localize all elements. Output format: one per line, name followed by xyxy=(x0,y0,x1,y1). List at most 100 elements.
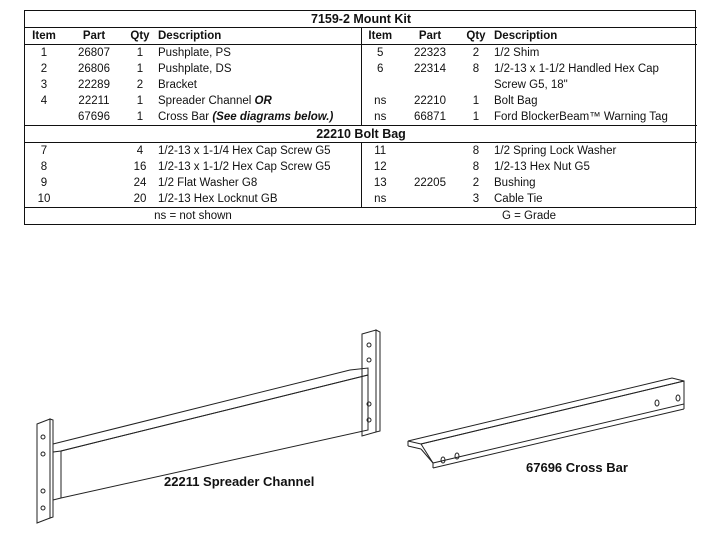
item-cell: 5 xyxy=(360,44,399,61)
description-text: Bushing xyxy=(494,177,536,189)
table-row: 3 22289 2 Bracket Screw G5, 18" xyxy=(25,77,697,93)
header-part: Part xyxy=(399,27,461,45)
notes-row: ns = not shown G = Grade xyxy=(25,207,698,224)
description-cell: Screw G5, 18" xyxy=(491,77,697,93)
description-cell: 1/2-13 x 1-1/2 Hex Cap Screw G5 xyxy=(155,159,361,175)
description-cell: Bracket xyxy=(155,77,361,93)
description-cell: Ford BlockerBeam™ Warning Tag xyxy=(491,109,697,126)
description-emphasis: OR xyxy=(254,95,272,107)
qty-cell: 16 xyxy=(133,161,147,173)
bolt-hole-icon xyxy=(40,488,46,494)
item-cell: ns xyxy=(360,191,399,208)
qty-cell: 1 xyxy=(472,95,480,107)
qty-cell: 4 xyxy=(136,145,144,157)
description-cell: Cable Tie xyxy=(491,191,697,208)
description-text: 1/2-13 Hex Locknut GB xyxy=(158,193,278,205)
part-cell: 22314 xyxy=(414,63,446,75)
qty-cell: 2 xyxy=(472,177,480,189)
parts-list-table: 7159-2 Mount Kit Item Part Qty Descripti… xyxy=(24,10,698,225)
description-text: 1/2-13 x 1-1/4 Hex Cap Screw G5 xyxy=(158,145,331,157)
description-cell: 1/2-13 Hex Locknut GB xyxy=(155,191,361,208)
description-text: 1/2 Spring Lock Washer xyxy=(494,145,617,157)
bolt-hole-icon xyxy=(40,505,46,511)
description-text: 1/2-13 Hex Nut G5 xyxy=(494,161,590,173)
part-cell: 26807 xyxy=(78,47,110,59)
description-text: 1/2 Shim xyxy=(494,47,540,59)
bolt-hole-icon xyxy=(366,401,372,407)
description-emphasis: (See diagrams below.) xyxy=(212,111,334,123)
qty-cell: 8 xyxy=(472,63,480,75)
description-text: Spreader Channel xyxy=(158,95,255,107)
header-description: Description xyxy=(155,27,361,45)
description-text: Screw G5, 18" xyxy=(494,79,568,91)
description-text: 1/2-13 x 1-1/2 Hex Cap Screw G5 xyxy=(158,161,331,173)
part-cell: 22289 xyxy=(78,79,110,91)
qty-cell: 24 xyxy=(133,177,147,189)
description-text: Pushplate, DS xyxy=(158,63,232,75)
bolt-hole-icon xyxy=(366,417,372,423)
bolt-hole-icon xyxy=(366,342,372,348)
item-cell: 4 xyxy=(40,95,48,107)
description-cell: 1/2-13 Hex Nut G5 xyxy=(491,159,697,175)
item-cell: 13 xyxy=(360,175,399,191)
mount-kit-title: 7159-2 Mount Kit xyxy=(25,11,698,28)
item-cell: 12 xyxy=(360,159,399,175)
item-cell: 6 xyxy=(360,61,399,77)
item-cell: 11 xyxy=(360,142,399,159)
description-cell: Bushing xyxy=(491,175,697,191)
description-cell: 1/2-13 x 1-1/4 Hex Cap Screw G5 xyxy=(155,143,361,160)
header-item: Item xyxy=(25,27,63,45)
spreader-channel-label: 22211 Spreader Channel xyxy=(164,474,315,489)
qty-cell: 1 xyxy=(136,47,144,59)
description-text: Ford BlockerBeam™ Warning Tag xyxy=(494,111,668,123)
item-cell: 3 xyxy=(40,79,48,91)
item-cell xyxy=(360,77,399,93)
part-cell: 26806 xyxy=(78,63,110,75)
bolt-hole-icon xyxy=(675,394,681,402)
qty-cell: 1 xyxy=(136,95,144,107)
item-cell: 9 xyxy=(40,177,48,189)
part-cell: 22210 xyxy=(414,95,446,107)
item-cell: 8 xyxy=(40,161,48,173)
qty-cell: 2 xyxy=(136,79,144,91)
table-row: 8 16 1/2-13 x 1-1/2 Hex Cap Screw G5 12 8 1/2… xyxy=(25,159,697,175)
table-header-row: Item Part Qty Description Item Part Qty … xyxy=(25,27,698,45)
part-cell: 22323 xyxy=(414,47,446,59)
cross-bar-drawing xyxy=(407,377,685,469)
bolt-hole-icon xyxy=(454,452,460,460)
spreader-channel-drawing xyxy=(36,329,381,524)
description-text: Cable Tie xyxy=(494,193,543,205)
header-item: Item xyxy=(360,27,399,45)
item-cell: 2 xyxy=(40,63,48,75)
bolt-hole-icon xyxy=(654,399,660,407)
description-cell: Bolt Bag xyxy=(491,93,697,109)
description-cell: Cross Bar (See diagrams below.) xyxy=(155,109,361,126)
qty-cell: 3 xyxy=(472,193,480,205)
qty-cell: 8 xyxy=(472,161,480,173)
qty-cell: 20 xyxy=(133,193,147,205)
cross-bar-label: 67696 Cross Bar xyxy=(526,460,628,475)
part-cell: 66871 xyxy=(414,111,446,123)
description-cell: 1/2-13 x 1-1/2 Handled Hex Cap xyxy=(491,61,697,77)
item-cell: ns xyxy=(360,109,399,126)
header-part: Part xyxy=(63,27,125,45)
table-row: 10 20 1/2-13 Hex Locknut GB ns 3 Cable Tie xyxy=(25,191,697,208)
description-cell: 1/2 Flat Washer G8 xyxy=(155,175,361,191)
description-text: Cross Bar xyxy=(158,111,213,123)
bolt-bag-title: 22210 Bolt Bag xyxy=(25,125,698,143)
note-grade: G = Grade xyxy=(361,207,698,224)
note-not-shown: ns = not shown xyxy=(25,207,361,224)
description-text: Bolt Bag xyxy=(494,95,538,107)
bolt-hole-icon xyxy=(40,451,46,457)
header-description: Description xyxy=(491,27,698,45)
description-cell: 1/2 Spring Lock Washer xyxy=(491,143,697,160)
item-cell: 1 xyxy=(40,47,48,59)
description-text: Pushplate, PS xyxy=(158,47,231,59)
item-cell: 10 xyxy=(37,193,51,205)
